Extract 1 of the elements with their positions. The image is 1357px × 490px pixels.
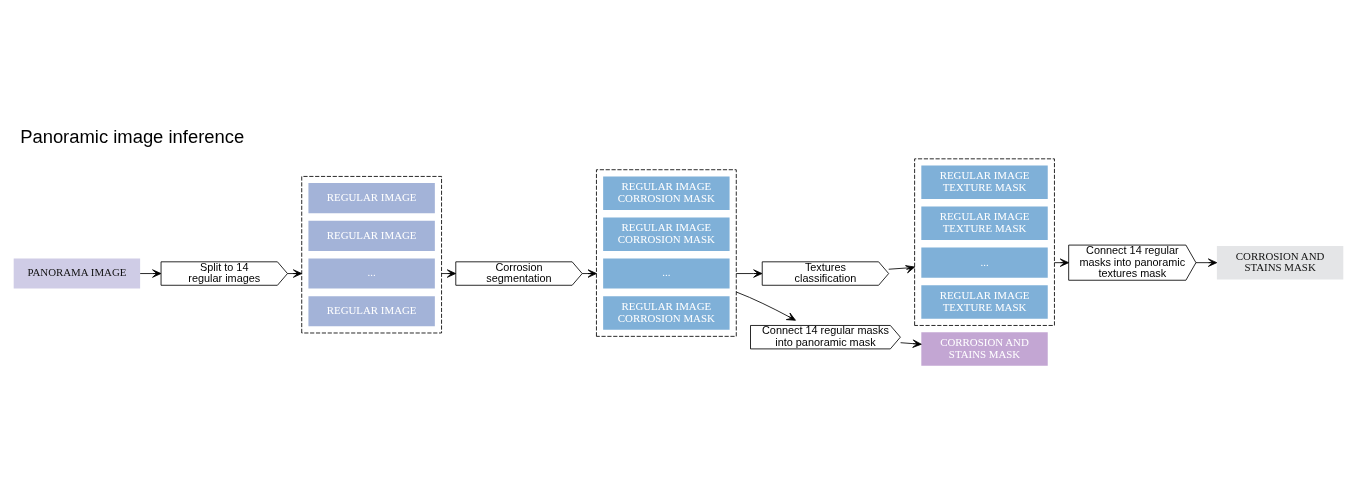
diagram-title: Panoramic image inference [20,125,245,147]
